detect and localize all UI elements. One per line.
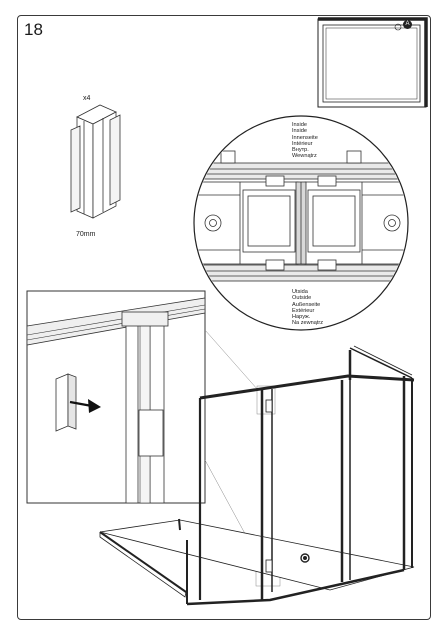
inside-label: Intérieur xyxy=(292,140,313,147)
inside-label: Wewnątrz xyxy=(292,153,317,160)
shower-enclosure xyxy=(99,345,415,606)
part-quantity: x4 xyxy=(83,95,91,102)
outside-label: Outside xyxy=(292,295,312,302)
inside-label: Inside xyxy=(292,128,307,135)
zoom-detail-box xyxy=(26,290,206,504)
plan-badge: A xyxy=(403,20,412,29)
step-number: 18 xyxy=(24,20,43,39)
inside-labels: Inside Inside Innenseite Intérieur Внутр… xyxy=(292,122,318,160)
part-length: 70mm xyxy=(76,231,96,238)
outside-label: Na zewnątrz xyxy=(292,320,324,327)
floor-plan-diagram xyxy=(317,17,428,108)
outside-label: Utsida xyxy=(292,289,308,295)
outside-labels: Utsida Outside Außenseite Extérieur Нару… xyxy=(292,289,323,327)
outside-label: Наруж. xyxy=(292,314,311,321)
inside-label: Внутр. xyxy=(292,147,309,154)
inside-label: Inside xyxy=(292,122,307,128)
outside-label: Extérieur xyxy=(292,307,315,314)
outside-label: Außenseite xyxy=(292,301,321,308)
h-profile-part xyxy=(70,104,121,219)
page-border xyxy=(17,15,431,620)
profile-detail-circle xyxy=(193,115,409,331)
inside-label: Innenseite xyxy=(292,134,318,141)
